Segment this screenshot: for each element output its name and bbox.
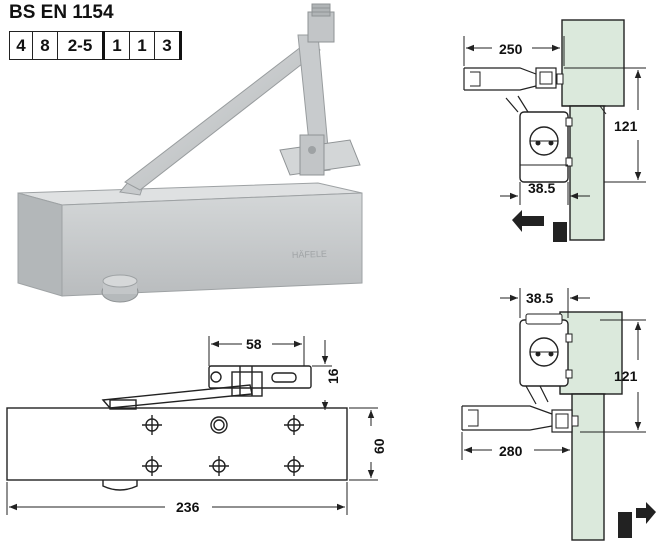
dimension-60: 60 [371, 438, 387, 454]
class-cell: 2-5 [57, 31, 104, 60]
door-closer-photo: HÄFELE [17, 3, 363, 303]
front-elevation [6, 365, 348, 491]
direction-arrow-icon [512, 210, 544, 232]
dimension-236: 236 [176, 499, 200, 515]
class-cell: 3 [154, 31, 182, 60]
closer-body-outline [6, 407, 348, 481]
classification-table: 4 8 2-5 1 1 3 [9, 31, 182, 60]
standard-title: BS EN 1154 [9, 2, 114, 23]
dimension-16: 16 [325, 368, 341, 384]
dimension-280: 280 [499, 443, 523, 459]
dimension-38-5-top: 38.5 [528, 180, 555, 196]
dimension-250: 250 [499, 41, 523, 57]
dimension-121-bottom: 121 [614, 368, 638, 384]
dimension-121-top: 121 [614, 118, 638, 134]
side-view-top [463, 19, 625, 242]
fixing-holes [142, 415, 304, 476]
side-view-bottom [461, 311, 656, 541]
dimension-58: 58 [246, 336, 262, 352]
direction-arrow-icon [636, 502, 656, 524]
dimension-38-5-bottom: 38.5 [526, 290, 553, 306]
class-cell: 8 [32, 31, 58, 60]
class-cell: 1 [129, 31, 155, 60]
brand-logo: HÄFELE [292, 249, 327, 260]
